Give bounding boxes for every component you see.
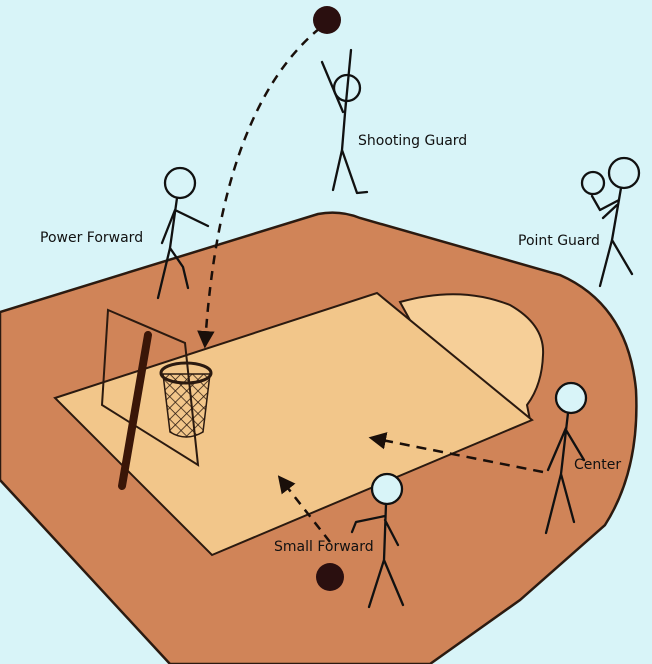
pass-arrow-shooting-guard	[197, 27, 321, 349]
paint-area	[53, 291, 534, 557]
pass-arrow-small-forward	[277, 475, 331, 543]
backboard	[100, 308, 200, 467]
player-center-figure	[544, 381, 588, 535]
ball-top	[313, 6, 341, 34]
player-point-guard-figure	[580, 156, 641, 288]
player-shooting-guard-figure	[320, 48, 369, 195]
hoop-post	[118, 331, 152, 490]
free-throw-circle	[398, 293, 545, 421]
label-point-guard: Point Guard	[518, 233, 600, 249]
hoop-rim	[159, 361, 213, 385]
player-small-forward-figure	[350, 472, 405, 609]
hoop-net	[162, 373, 211, 438]
label-power-forward: Power Forward	[40, 230, 143, 246]
ball-bottom	[316, 563, 344, 591]
pass-arrow-center	[368, 432, 544, 474]
player-power-forward-figure	[156, 166, 210, 300]
label-shooting-guard: Shooting Guard	[358, 133, 467, 149]
label-small-forward: Small Forward	[274, 539, 374, 555]
label-center: Center	[574, 457, 621, 473]
